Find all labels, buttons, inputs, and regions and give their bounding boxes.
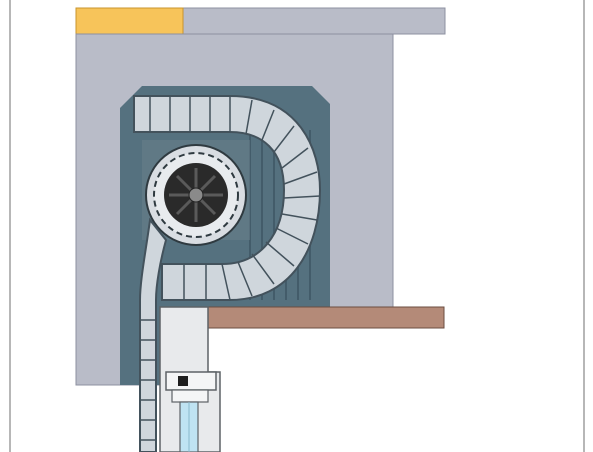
window-frame <box>159 306 221 452</box>
curtain-segments <box>140 319 156 441</box>
shutter-curtain <box>139 217 168 452</box>
accent-strip <box>75 7 184 35</box>
top-beam <box>182 7 446 35</box>
window-lintel <box>207 306 445 329</box>
motor-axle <box>142 140 250 246</box>
slat-segments <box>149 96 321 301</box>
